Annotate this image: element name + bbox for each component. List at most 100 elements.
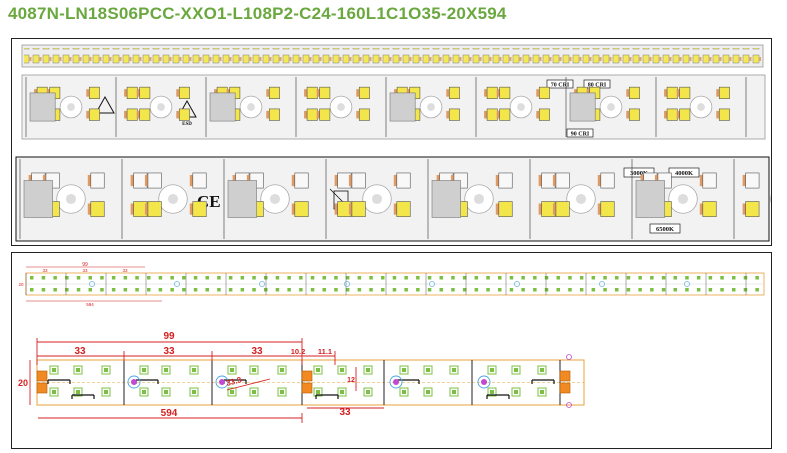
strip-photo: 70 CRI 80 CRI 90 CRI 3000K 4000K 6500K C… (15, 44, 771, 242)
detail-led (399, 365, 409, 375)
overview-led (158, 276, 163, 280)
led-pad (189, 203, 193, 215)
detail-connector (559, 382, 571, 394)
led-pad (536, 110, 540, 119)
led-pad (496, 89, 500, 97)
led-chip (486, 86, 498, 99)
led-pad (144, 174, 148, 187)
led-pad (124, 110, 128, 119)
detail-led (511, 387, 521, 397)
detail-led-core (514, 390, 518, 394)
overview-led (100, 276, 104, 280)
led-pad (304, 89, 308, 97)
led-pad (291, 174, 295, 187)
cct-labels: 3000K 4000K 6500K (623, 167, 700, 234)
overview-led (615, 276, 619, 280)
detail-led-core (192, 390, 196, 394)
overview-led (474, 288, 479, 292)
mount-hole-center (517, 103, 525, 111)
overview-led (603, 276, 607, 280)
detail-led (537, 365, 547, 375)
detail-resistor (396, 379, 420, 384)
detail-led (363, 387, 373, 397)
led-chip (319, 108, 331, 121)
overview-led (708, 288, 713, 292)
led-pad (446, 89, 450, 97)
dim-10-2: 10.2 (291, 347, 306, 356)
overview-led (205, 276, 209, 280)
mount-hole-center (65, 193, 77, 205)
overview-dim-seg2: 33 (82, 268, 88, 273)
detail-led (101, 365, 111, 375)
overview-led (615, 288, 619, 292)
led-pad (495, 203, 499, 215)
detail-led-core (52, 368, 56, 372)
detail-led-core (366, 390, 370, 394)
detail-hole (477, 375, 491, 389)
overview-led (486, 276, 490, 280)
overview-led (416, 288, 420, 292)
technical-drawing-panel: 99 33 33 33 20 594 (11, 252, 772, 449)
led-pad (266, 89, 270, 97)
detail-led (449, 387, 459, 397)
overview-led (275, 288, 280, 292)
led-pad (536, 89, 540, 97)
overview-led (76, 288, 81, 292)
overview-led (451, 288, 455, 292)
esd-label: ESD (182, 122, 192, 127)
full-strip-thumbnail (21, 44, 764, 68)
detail-led-core (490, 390, 494, 394)
overview-led (53, 288, 57, 292)
detail-led-core (104, 368, 108, 372)
detail-led (101, 387, 111, 397)
overview-led (404, 288, 408, 292)
detail-connector (301, 382, 313, 394)
led-pad (538, 174, 542, 187)
overview-dim-seg1: 33 (42, 268, 48, 273)
overview-led (147, 288, 151, 292)
detail-led-core (452, 368, 456, 372)
detail-led (161, 387, 171, 397)
led-pad (742, 203, 746, 215)
overview-led (696, 276, 701, 280)
overview-dim-total: 99 (82, 262, 88, 268)
overview-led (76, 276, 81, 280)
detail-led (249, 387, 259, 397)
led-pad (356, 110, 360, 119)
overview-led (147, 276, 151, 280)
led-pad (484, 89, 488, 97)
overview-led (275, 276, 280, 280)
led-pad (552, 174, 556, 187)
led-chip (555, 201, 570, 217)
overview-dim-length: 594 (86, 302, 94, 307)
led-pad (86, 110, 90, 119)
overview-led (568, 288, 572, 292)
detail-led-core (192, 368, 196, 372)
detail-led-core (452, 390, 456, 394)
detail-led (249, 365, 259, 375)
detail-resistor (47, 379, 71, 384)
overview-hole (599, 281, 605, 287)
mount-hole-center (575, 193, 587, 205)
connector-block (29, 92, 56, 122)
overview-strip: 99 33 33 33 20 594 (18, 262, 765, 307)
overview-led (509, 288, 514, 292)
overview-led (182, 288, 186, 292)
overview-led (427, 276, 432, 280)
led-chip (745, 201, 760, 217)
overview-led (205, 288, 209, 292)
led-chip (147, 201, 162, 217)
led-pad (676, 89, 680, 97)
detail-resistor (315, 394, 339, 399)
dim-33-second: 33 (163, 346, 175, 357)
detail-hole-core (219, 379, 225, 385)
detail-led (537, 387, 547, 397)
overview-led (41, 276, 46, 280)
overview-led (193, 288, 198, 292)
mount-hole-center (427, 103, 435, 111)
overview-strip-leds (25, 273, 759, 295)
led-pad (538, 203, 542, 215)
led-chip (126, 86, 138, 99)
led-chip (396, 201, 411, 217)
detail-led (487, 387, 497, 397)
